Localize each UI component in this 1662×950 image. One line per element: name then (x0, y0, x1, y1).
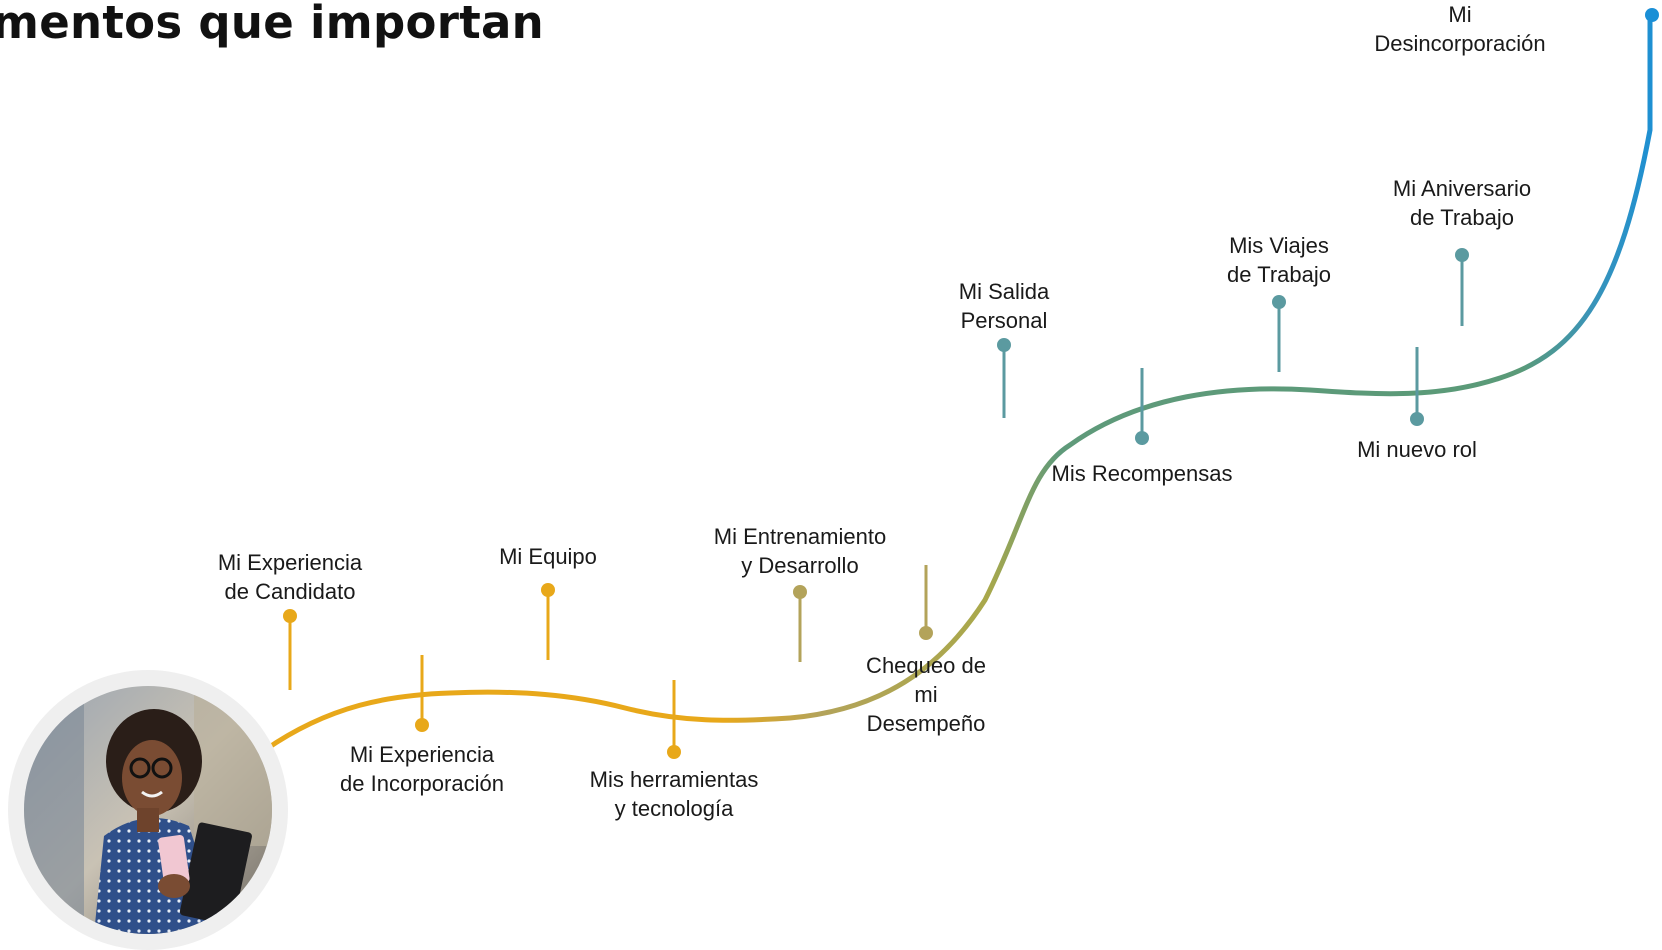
milestone-dot (1272, 295, 1286, 309)
milestone-label: Mis Recompensas (1051, 461, 1233, 486)
milestone-label: Mi Entrenamiento y Desarrollo (713, 524, 887, 578)
milestone-dot (667, 745, 681, 759)
milestone-label: Mi Desincorporación (1374, 2, 1546, 56)
milestone-dot (1135, 431, 1149, 445)
milestone-label: Mi Equipo (499, 544, 597, 569)
milestone-dot (283, 609, 297, 623)
milestone-dot (1645, 8, 1659, 22)
milestone-dot (919, 626, 933, 640)
milestone-dot (997, 338, 1011, 352)
milestone-label: Mi Experiencia de Candidato (217, 550, 363, 604)
milestone-label: Mi nuevo rol (1357, 437, 1477, 462)
milestone-label: Chequeo de mi Desempeño (866, 653, 986, 736)
milestone-dot (1455, 248, 1469, 262)
employee-photo (24, 686, 272, 934)
journey-path (262, 17, 1653, 753)
milestone-dot (793, 585, 807, 599)
milestone-dot (541, 583, 555, 597)
milestone-dot (415, 718, 429, 732)
milestone-label: Mi Aniversario de Trabajo (1392, 176, 1532, 230)
milestone-label: Mi Experiencia de Incorporación (340, 742, 504, 796)
milestone-label: Mis herramientas y tecnología (589, 767, 759, 821)
milestone-dot (1410, 412, 1424, 426)
page-title: mentos que importan (0, 0, 545, 49)
milestone-label: Mi Salida Personal (958, 279, 1050, 333)
milestone-label: Mis Viajes de Trabajo (1227, 233, 1331, 287)
